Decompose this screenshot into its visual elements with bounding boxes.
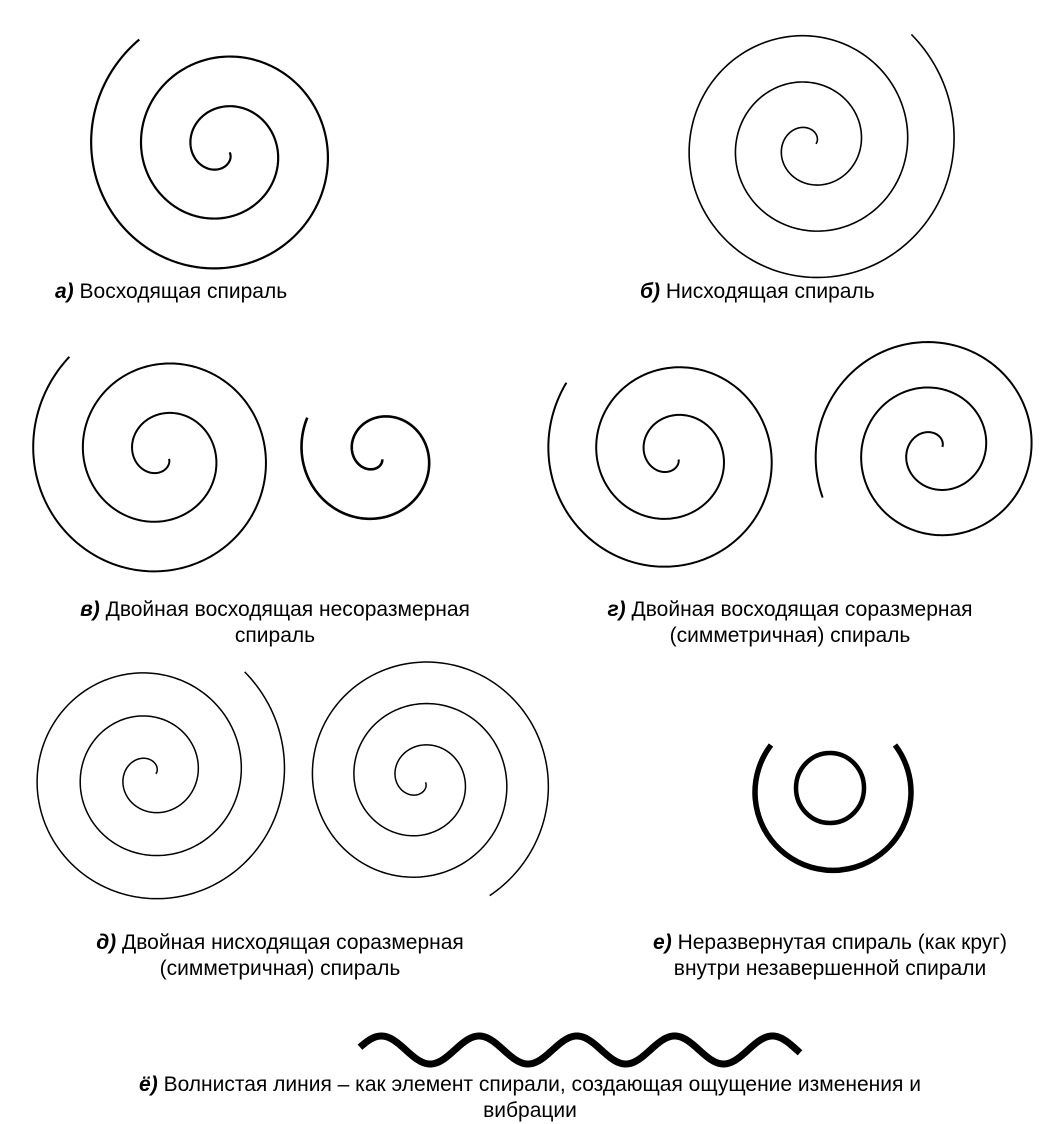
caption-a: а) Восходящая спираль: [55, 279, 385, 305]
caption-b-letter: б): [640, 280, 660, 303]
caption-g-line2: (симметричная) спираль: [540, 623, 1040, 649]
caption-b: б) Нисходящая спираль: [640, 279, 970, 305]
caption-g-letter: г): [607, 598, 625, 621]
caption-yo-line1: Волнистая линия – как элемент спирали, с…: [164, 1073, 921, 1096]
caption-yo: ё) Волнистая линия – как элемент спирали…: [40, 1072, 1020, 1124]
caption-d: д) Двойная нисходящая соразмерная (симме…: [30, 930, 530, 982]
caption-g-line1: Двойная восходящая соразмерная: [632, 598, 973, 621]
wavy-line-path: [360, 1036, 800, 1064]
caption-yo-letter: ё): [139, 1073, 158, 1096]
caption-e-line2: внутри незавершенной спирали: [610, 956, 1050, 982]
caption-v: в) Двойная восходящая несоразмерная спир…: [20, 597, 530, 649]
caption-a-letter: а): [55, 280, 74, 303]
caption-d-line1: Двойная нисходящая соразмерная: [122, 931, 464, 954]
caption-yo-line2: вибрации: [40, 1098, 1020, 1124]
caption-e-line1: Неразвернутая спираль (как круг): [678, 931, 1007, 954]
caption-v-letter: в): [80, 598, 100, 621]
caption-d-line2: (симметричная) спираль: [30, 956, 530, 982]
caption-e: е) Неразвернутая спираль (как круг) внут…: [610, 930, 1050, 982]
caption-e-letter: е): [653, 931, 672, 954]
caption-g: г) Двойная восходящая соразмерная (симме…: [540, 597, 1040, 649]
caption-v-line1: Двойная восходящая несоразмерная: [106, 598, 470, 621]
caption-d-letter: д): [96, 931, 116, 954]
caption-a-text: Восходящая спираль: [80, 280, 288, 303]
caption-v-line2: спираль: [20, 623, 530, 649]
caption-b-text: Нисходящая спираль: [666, 280, 875, 303]
